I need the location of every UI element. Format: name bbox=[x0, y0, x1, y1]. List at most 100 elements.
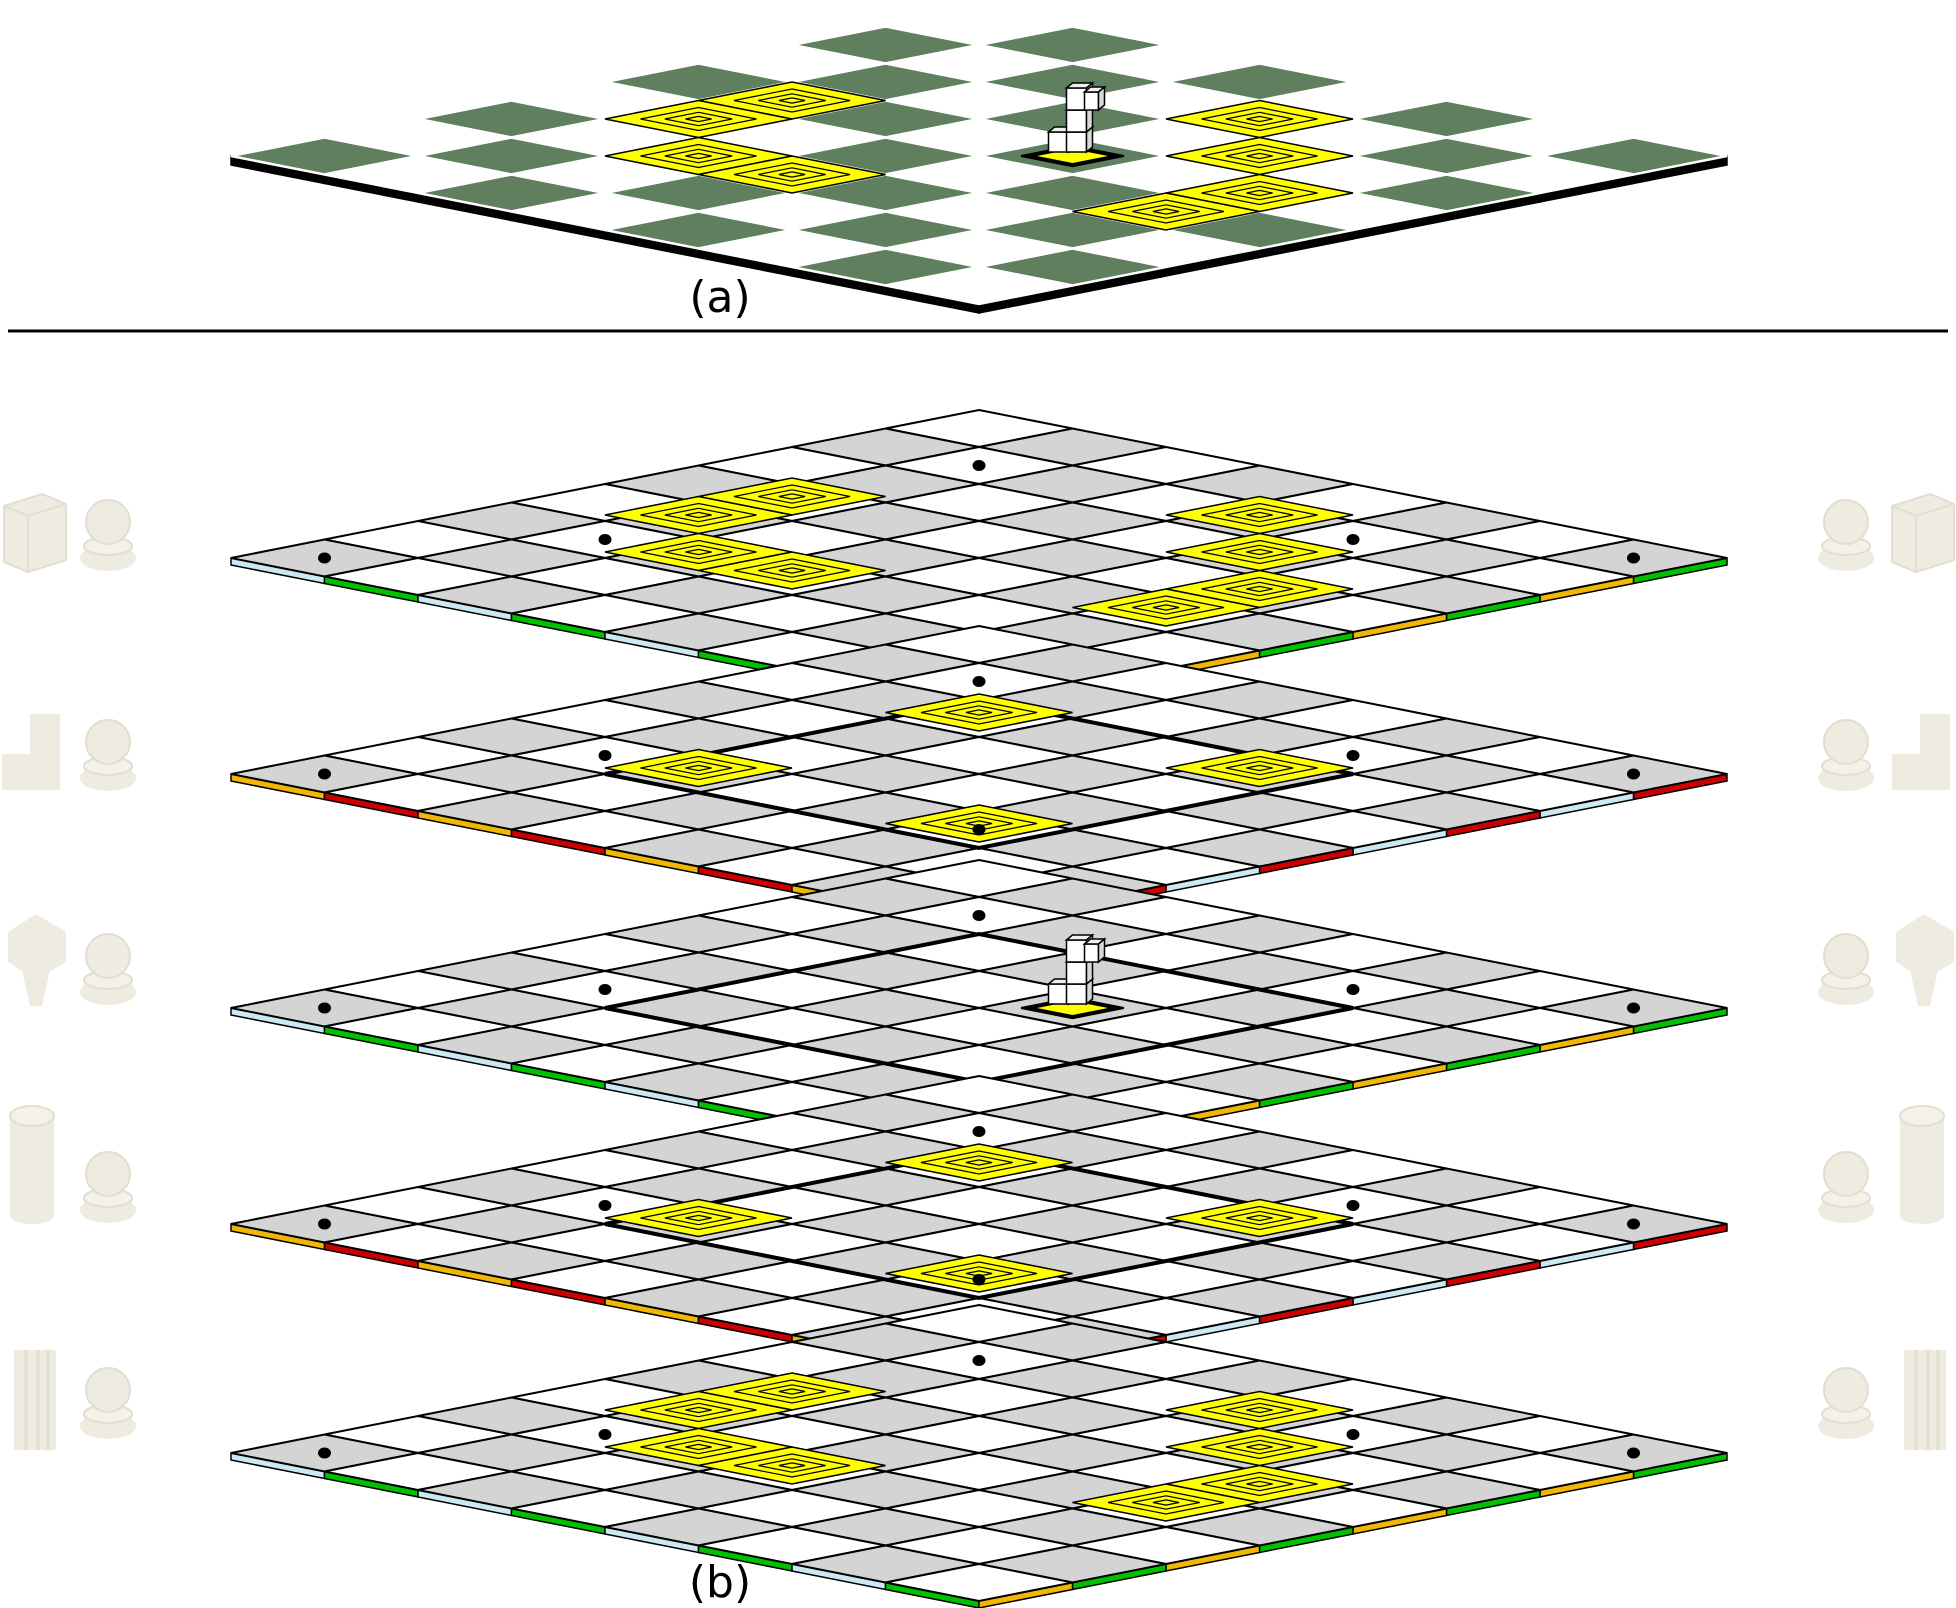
highlight-tile bbox=[1165, 99, 1354, 139]
marker-dot bbox=[972, 910, 986, 921]
highlight-ring bbox=[1225, 581, 1294, 597]
highlight-ring bbox=[1225, 1439, 1294, 1455]
board-cell bbox=[885, 265, 1073, 306]
highlight-ring bbox=[1107, 199, 1225, 224]
piece-block bbox=[1065, 961, 1088, 985]
highlight-tile bbox=[885, 1254, 1073, 1293]
marker-dot bbox=[1346, 984, 1360, 995]
highlight-tile bbox=[885, 1143, 1073, 1182]
highlight-ring bbox=[945, 1155, 1013, 1170]
marker-dot bbox=[598, 984, 612, 995]
piece-block-side bbox=[1097, 85, 1106, 112]
highlight-ring bbox=[920, 1150, 1038, 1175]
highlight-ring bbox=[1201, 106, 1318, 132]
marker-dot bbox=[972, 1274, 986, 1285]
cube-piece-icon bbox=[3, 493, 67, 573]
highlight-ring bbox=[778, 567, 806, 574]
marker-dot bbox=[1346, 1200, 1360, 1211]
marker-dot bbox=[972, 1355, 986, 1366]
highlight-ring bbox=[945, 705, 1013, 720]
fluted-column-piece-icon bbox=[12, 1348, 58, 1452]
highlight-ring bbox=[1246, 1406, 1273, 1414]
highlight-tile bbox=[885, 693, 1073, 732]
highlight-ring bbox=[1132, 204, 1200, 219]
highlight-ring bbox=[733, 162, 851, 187]
highlight-ring bbox=[758, 489, 826, 504]
highlight-ring bbox=[664, 111, 733, 127]
highlight-tile bbox=[698, 551, 886, 590]
highlight-ring bbox=[1225, 1476, 1294, 1492]
left-piece-column bbox=[2, 493, 137, 1452]
highlight-ring bbox=[1246, 115, 1273, 123]
highlight-tile bbox=[1072, 1483, 1260, 1522]
pawn-piece-icon bbox=[79, 1151, 137, 1224]
board-layer bbox=[230, 408, 1728, 714]
inner-zone-outline bbox=[604, 1147, 1354, 1301]
highlight-ring bbox=[640, 539, 757, 565]
pawn-piece-icon bbox=[1817, 1367, 1875, 1440]
highlight-ring bbox=[1201, 755, 1318, 781]
highlight-ring bbox=[733, 484, 851, 509]
cylinder-piece-icon bbox=[1899, 1105, 1945, 1225]
highlight-ring bbox=[778, 171, 806, 178]
board-cell bbox=[885, 1562, 1073, 1603]
piece-block bbox=[1065, 983, 1088, 1005]
highlight-tile bbox=[1165, 1390, 1354, 1430]
highlight-ring bbox=[1201, 1397, 1318, 1423]
pawn-piece-icon bbox=[1817, 933, 1875, 1006]
highlight-tile bbox=[698, 155, 886, 194]
highlight-ring bbox=[758, 93, 826, 108]
highlight-ring bbox=[733, 1379, 851, 1404]
marker-dot bbox=[1346, 750, 1360, 761]
highlight-ring bbox=[1246, 1443, 1273, 1451]
highlight-ring bbox=[685, 511, 712, 519]
highlight-ring bbox=[1201, 539, 1318, 565]
piece-block bbox=[1065, 109, 1088, 133]
pawn-piece-icon bbox=[79, 1367, 137, 1440]
piece-block bbox=[1065, 131, 1088, 153]
highlight-ring bbox=[758, 1384, 826, 1399]
pawn-piece-icon bbox=[79, 933, 137, 1006]
piece-block bbox=[1083, 91, 1100, 111]
marker-dot bbox=[318, 1218, 331, 1230]
marker-dot bbox=[598, 750, 612, 761]
highlight-tile bbox=[604, 748, 793, 788]
highlight-ring bbox=[1201, 576, 1318, 602]
highlight-tile bbox=[1072, 588, 1260, 627]
marker-dot bbox=[598, 534, 612, 545]
highlight-tile bbox=[1072, 192, 1260, 231]
highlight-ring bbox=[1246, 1480, 1273, 1488]
highlight-ring bbox=[733, 1453, 851, 1478]
highlight-ring bbox=[1201, 502, 1318, 528]
highlight-ring bbox=[1246, 764, 1273, 772]
cylinder-piece-icon bbox=[9, 1105, 55, 1225]
highlight-ring bbox=[1225, 760, 1294, 776]
inner-zone-outline bbox=[604, 697, 1354, 851]
highlight-ring bbox=[685, 152, 712, 160]
marker-dot bbox=[1627, 1447, 1640, 1459]
highlight-tile bbox=[1165, 748, 1354, 788]
marker-dot bbox=[318, 552, 331, 564]
marker-dot bbox=[598, 1429, 612, 1440]
cube-piece-icon bbox=[1891, 493, 1955, 573]
highlight-ring bbox=[1246, 1214, 1273, 1222]
pawn-piece-icon bbox=[79, 719, 137, 792]
pawn-piece-icon bbox=[1817, 499, 1875, 572]
pawn-piece-icon bbox=[1817, 719, 1875, 792]
highlight-ring bbox=[1201, 1471, 1318, 1497]
marker-dot bbox=[972, 676, 986, 687]
marker-dot bbox=[318, 768, 331, 780]
highlight-ring bbox=[664, 507, 733, 523]
diamond-piece-icon bbox=[8, 914, 66, 1006]
highlight-ring bbox=[1201, 1434, 1318, 1460]
highlight-ring bbox=[733, 558, 851, 583]
marker-dot bbox=[1627, 1002, 1640, 1014]
piece-block bbox=[1065, 87, 1088, 111]
highlight-ring bbox=[640, 1397, 757, 1423]
board-layer bbox=[230, 1303, 1728, 1608]
piece-block bbox=[1083, 943, 1100, 963]
highlight-ring bbox=[778, 97, 806, 104]
piece-block bbox=[1065, 939, 1088, 963]
highlight-tile bbox=[1165, 1198, 1354, 1238]
